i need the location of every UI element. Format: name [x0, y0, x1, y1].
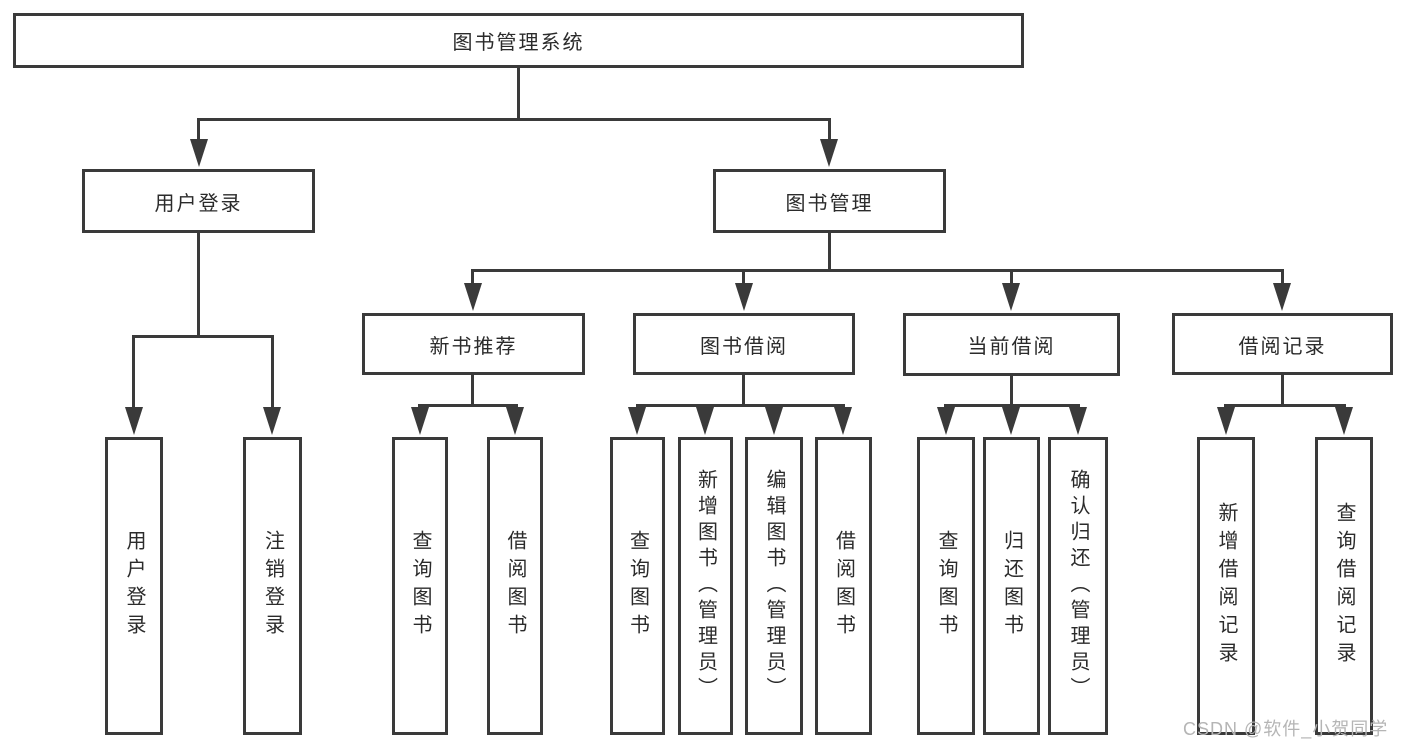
leaf-borrow-add-admin: 新增图书（管理员）: [678, 437, 733, 735]
arrow-down-icon: [628, 407, 646, 435]
connector-borrow-bar: [636, 404, 845, 407]
leaf-current-return: 归还图书: [983, 437, 1040, 735]
arrow-down-icon: [696, 407, 714, 435]
leaf-record-query: 查询借阅记录: [1315, 437, 1373, 735]
leaf-current-confirm-admin-label: 确认归还（管理员）: [1067, 469, 1089, 703]
leaf-user-login-label: 用户登录: [123, 530, 145, 642]
node-root: 图书管理系统: [13, 13, 1024, 68]
connector-l3-stem-3: [1010, 271, 1013, 285]
leaf-logout: 注销登录: [243, 437, 302, 735]
arrow-down-icon: [1002, 283, 1020, 311]
connector-root-stem: [517, 68, 520, 120]
leaf-borrow-query: 查询图书: [610, 437, 665, 735]
connector-records-stem: [1281, 375, 1284, 406]
arrow-down-icon: [464, 283, 482, 311]
leaf-record-add: 新增借阅记录: [1197, 437, 1255, 735]
leaf-current-return-label: 归还图书: [1000, 530, 1023, 642]
connector-l2-stem-left: [197, 120, 200, 142]
arrow-down-icon: [765, 407, 783, 435]
connector-newbook-stem: [471, 375, 474, 406]
node-current-borrow: 当前借阅: [903, 313, 1120, 376]
node-new-book-recommend-label: 新书推荐: [429, 335, 518, 358]
arrow-down-icon: [1069, 407, 1087, 435]
leaf-borrow-query-label: 查询图书: [626, 530, 649, 642]
arrow-down-icon: [125, 407, 143, 435]
node-book-borrow: 图书借阅: [633, 313, 855, 375]
connector-login-stem: [197, 233, 200, 337]
arrow-down-icon: [834, 407, 852, 435]
leaf-borrow-book-label: 借阅图书: [832, 530, 855, 642]
leaf-newbook-borrow: 借阅图书: [487, 437, 543, 735]
leaf-logout-label: 注销登录: [261, 530, 284, 642]
leaf-borrow-book: 借阅图书: [815, 437, 872, 735]
connector-l3-stem-2: [742, 271, 745, 285]
node-root-label: 图书管理系统: [452, 32, 585, 54]
leaf-record-add-label: 新增借阅记录: [1215, 502, 1237, 670]
node-book-management-label: 图书管理: [785, 192, 874, 215]
node-user-login: 用户登录: [82, 169, 315, 233]
arrow-down-icon: [506, 407, 524, 435]
leaf-newbook-borrow-label: 借阅图书: [504, 530, 526, 642]
arrow-down-icon: [937, 407, 955, 435]
node-current-borrow-label: 当前借阅: [967, 336, 1056, 358]
leaf-current-query-label: 查询图书: [935, 530, 957, 642]
arrow-down-icon: [411, 407, 429, 435]
connector-mgmt-stem: [828, 233, 831, 271]
node-book-borrow-label: 图书借阅: [700, 335, 788, 358]
connector-l3-stem-4: [1281, 271, 1284, 285]
arrow-down-icon: [1335, 407, 1353, 435]
connector-borrow-stem: [742, 375, 745, 406]
arrow-down-icon: [820, 139, 838, 167]
arrow-down-icon: [190, 139, 208, 167]
connector-login-stem-1: [132, 337, 135, 409]
leaf-current-query: 查询图书: [917, 437, 975, 735]
connector-l2-stem-right: [828, 120, 831, 142]
arrow-down-icon: [1217, 407, 1235, 435]
connector-l3-stem-1: [471, 271, 474, 285]
connector-current-bar: [944, 404, 1080, 407]
leaf-record-query-label: 查询借阅记录: [1333, 502, 1355, 670]
node-book-management: 图书管理: [713, 169, 946, 233]
connector-login-stem-2: [271, 337, 274, 409]
arrow-down-icon: [263, 407, 281, 435]
leaf-borrow-add-admin-label: 新增图书（管理员）: [694, 469, 717, 703]
csdn-watermark: CSDN @软件_小贺同学: [1183, 719, 1389, 739]
leaf-borrow-edit-admin: 编辑图书（管理员）: [745, 437, 803, 735]
arrow-down-icon: [735, 283, 753, 311]
node-user-login-label: 用户登录: [154, 192, 243, 215]
connector-newbook-bar: [418, 404, 518, 407]
connector-login-bar: [132, 335, 274, 338]
connector-current-stem: [1010, 376, 1013, 406]
leaf-newbook-query: 查询图书: [392, 437, 448, 735]
leaf-borrow-edit-admin-label: 编辑图书（管理员）: [763, 469, 785, 703]
connector-l3-bar: [471, 269, 1284, 272]
arrow-down-icon: [1002, 407, 1020, 435]
leaf-current-confirm-admin: 确认归还（管理员）: [1048, 437, 1108, 735]
node-new-book-recommend: 新书推荐: [362, 313, 585, 375]
connector-l2-bar: [197, 118, 831, 121]
node-borrow-records-label: 借阅记录: [1238, 335, 1327, 358]
leaf-newbook-query-label: 查询图书: [409, 530, 431, 642]
arrow-down-icon: [1273, 283, 1291, 311]
connector-records-bar: [1224, 404, 1346, 407]
node-borrow-records: 借阅记录: [1172, 313, 1393, 375]
leaf-user-login: 用户登录: [105, 437, 163, 735]
